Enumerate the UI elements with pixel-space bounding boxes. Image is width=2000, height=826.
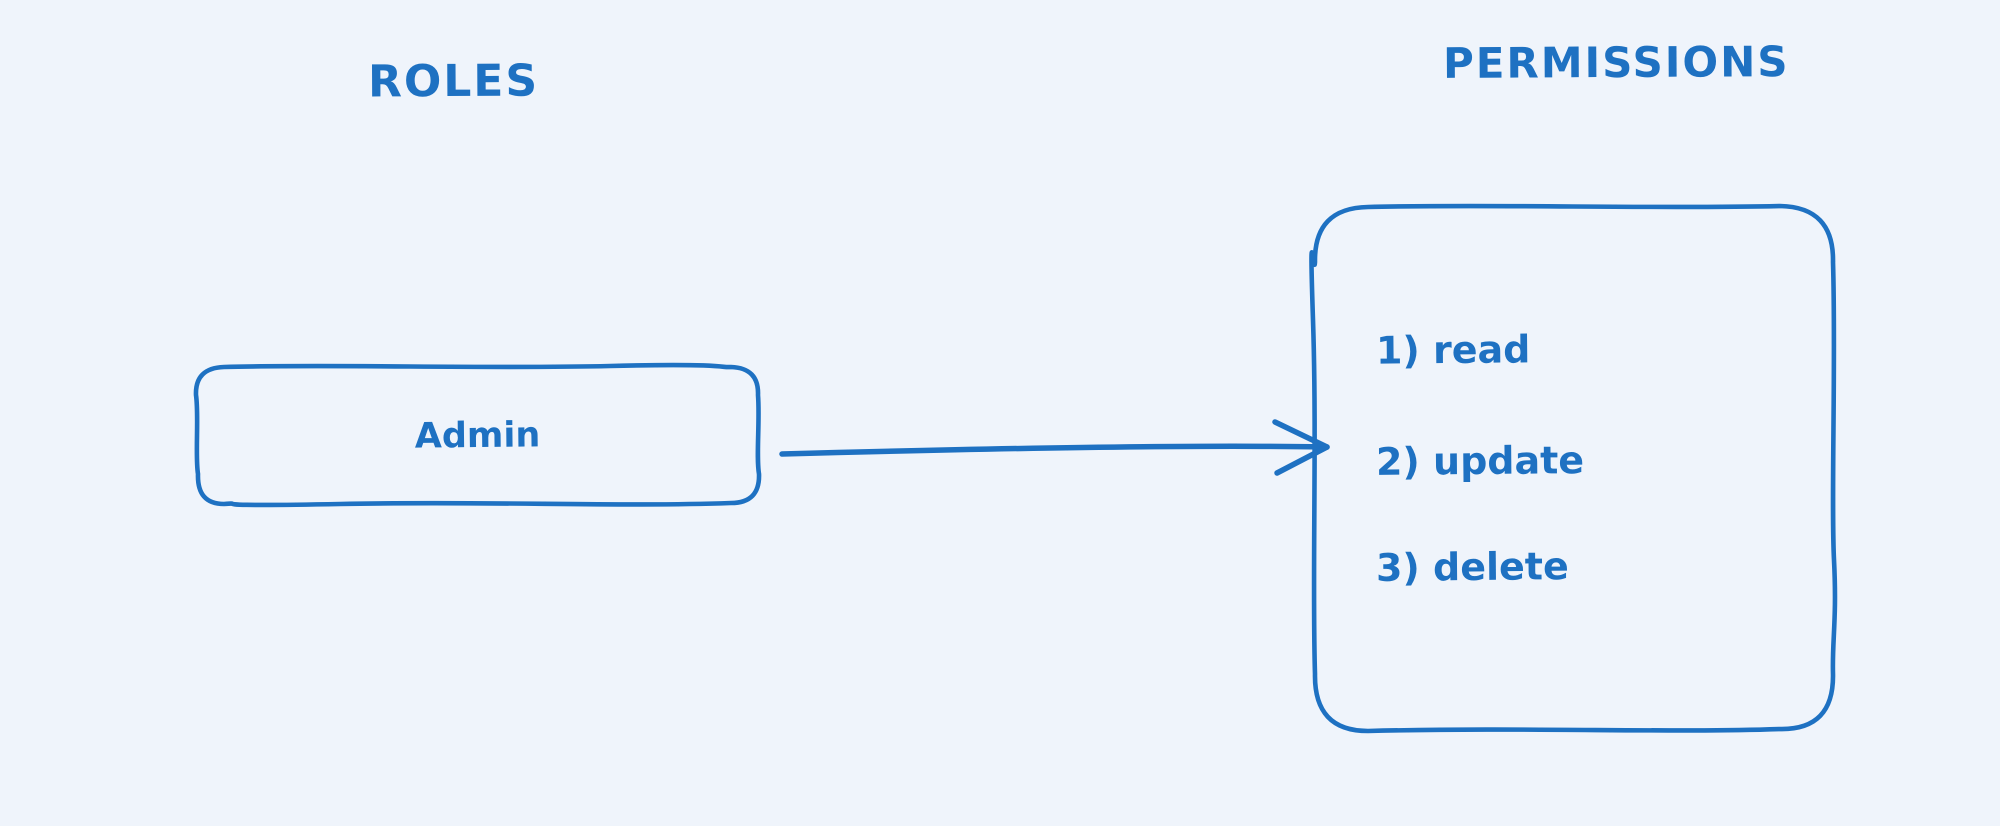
permission-item-read[interactable]: 1) read xyxy=(1375,327,1531,373)
arrow-connector[interactable] xyxy=(770,410,1350,494)
admin-node-label: Admin xyxy=(414,414,541,457)
permission-item-delete[interactable]: 3) delete xyxy=(1375,544,1569,590)
permissions-heading[interactable]: PERMISSIONS xyxy=(1442,37,1790,88)
permission-item-update[interactable]: 2) update xyxy=(1375,438,1585,484)
roles-heading[interactable]: ROLES xyxy=(367,55,540,108)
admin-role-node[interactable]: Admin xyxy=(190,361,765,510)
admin-node-outline xyxy=(193,362,762,508)
permissions-node-outline xyxy=(1309,203,1838,734)
permissions-node[interactable]: 1) read 2) update 3) delete xyxy=(1308,200,1840,737)
arrowhead-icon xyxy=(1272,419,1330,450)
